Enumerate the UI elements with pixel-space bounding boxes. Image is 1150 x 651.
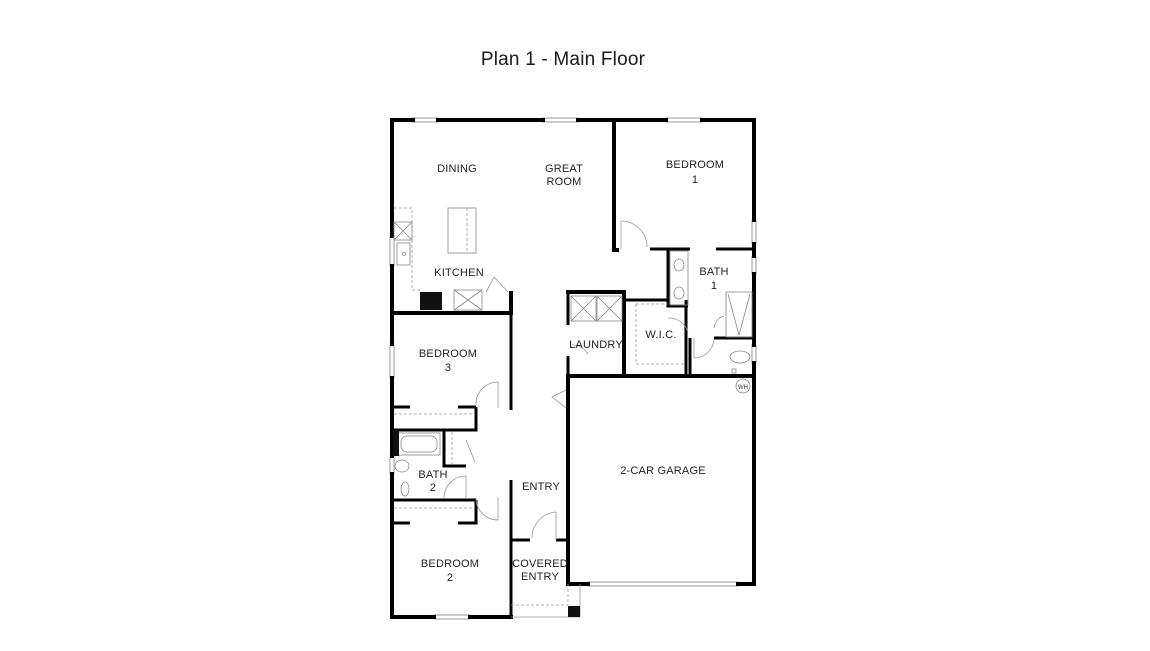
room-entry: ENTRY [522,481,561,493]
plan-title: Plan 1 - Main Floor [480,49,646,70]
fixtures: WH [393,207,753,618]
room-bedroom2-line1: BEDROOM [421,558,479,570]
room-bedroom3-line2: 3 [445,362,451,374]
room-great-room-line2: ROOM [546,176,581,188]
room-bedroom1-line2: 1 [692,174,698,186]
walls [390,118,756,619]
room-dining: DINING [437,163,477,175]
room-bath1-line2: 1 [711,280,717,292]
room-wic: W.I.C. [645,329,676,341]
room-covered-entry-line2: ENTRY [521,571,560,583]
room-bath2-line1: BATH [418,469,447,481]
room-great-room-line1: GREAT [545,163,583,175]
room-bedroom2-line2: 2 [447,572,453,584]
water-heater-label: WH [738,385,748,391]
room-covered-entry-line1: COVERED [512,558,568,570]
room-bedroom1-line1: BEDROOM [666,159,724,171]
room-kitchen: KITCHEN [434,267,484,279]
room-bedroom3-line1: BEDROOM [419,348,477,360]
doors [443,220,725,540]
room-laundry: LAUNDRY [569,339,623,351]
room-bath1-line1: BATH [699,266,728,278]
room-labels: DINING GREAT ROOM BEDROOM 1 KITCHEN BATH… [418,159,728,584]
room-bath2-line2: 2 [430,482,436,494]
room-garage: 2-CAR GARAGE [620,465,706,477]
